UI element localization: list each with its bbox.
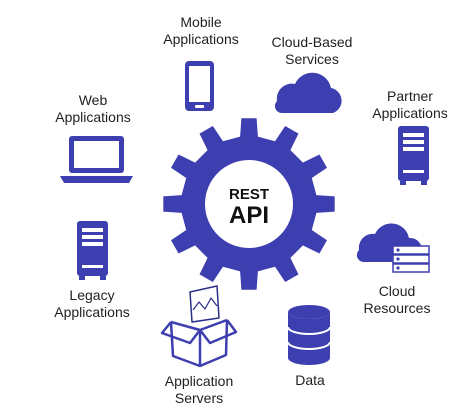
api-label: API	[229, 202, 269, 229]
cloud-icon	[274, 72, 342, 114]
cloud-server-icon	[356, 223, 430, 273]
mobile-phone-icon	[185, 61, 214, 111]
laptop-icon	[60, 136, 133, 183]
label-cloud-resources: Cloud Resources	[363, 283, 431, 316]
label-legacy-applications: Legacy Applications	[54, 287, 130, 320]
partner-server-icon	[398, 126, 429, 185]
legacy-server-icon	[77, 221, 108, 280]
label-mobile-applications: Mobile Applications	[163, 14, 239, 47]
rest-label: REST	[229, 186, 269, 203]
label-data: Data	[295, 372, 325, 388]
label-cloud-based-services: Cloud-Based Services	[271, 34, 353, 67]
label-web-applications: Web Applications	[55, 92, 131, 125]
open-box-icon	[160, 285, 238, 368]
label-application-servers: Application Servers	[164, 373, 234, 406]
label-partner-applications: Partner Applications	[372, 88, 448, 121]
gear-center	[205, 160, 293, 248]
gear-icon: REST API	[163, 118, 335, 290]
database-icon	[287, 305, 331, 365]
